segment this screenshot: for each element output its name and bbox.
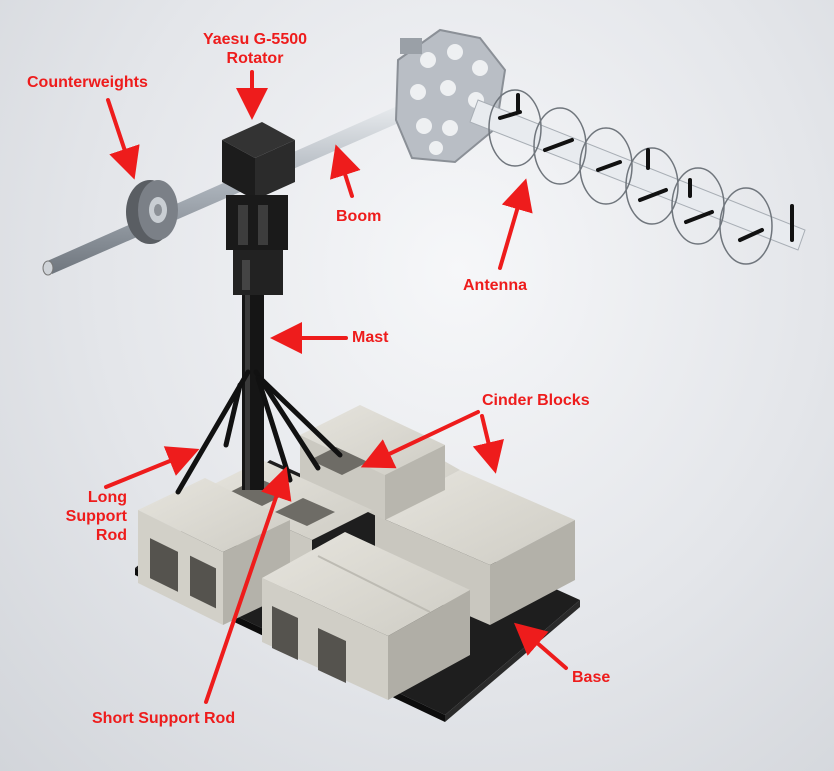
label-antenna: Antenna: [463, 277, 527, 294]
label-rotator: Yaesu G-5500 Rotator: [180, 30, 330, 68]
annotation-arrows: [104, 70, 568, 704]
label-long-rod-line2: Support: [65, 508, 127, 525]
rotator: [222, 122, 295, 295]
short-support-rods: [255, 375, 343, 483]
label-boom: Boom: [336, 208, 382, 225]
counterweight: [126, 180, 178, 244]
label-rotator-line2: Rotator: [226, 50, 284, 67]
arrow-base: [513, 622, 568, 670]
label-long-rod-line3: Rod: [95, 527, 127, 544]
label-base: Base: [572, 669, 611, 686]
arrow-cinder-blocks-left: [360, 410, 480, 469]
arrow-cinder-blocks-right: [472, 414, 504, 474]
label-cinder-blocks: Cinder Blocks: [482, 392, 590, 409]
label-counterweights: Counterweights: [27, 74, 148, 91]
cinder-block-front-center: [262, 532, 470, 700]
antenna-reflector: [394, 28, 507, 164]
label-mast: Mast: [352, 329, 389, 346]
label-long-support-rod: Long Support Rod: [20, 488, 127, 545]
label-long-rod-line1: Long: [87, 489, 127, 506]
arrow-boom: [330, 144, 361, 198]
arrow-long-rod: [104, 446, 200, 489]
arrow-counterweights: [106, 98, 140, 180]
antenna-helix: [469, 89, 806, 265]
arrow-antenna: [498, 178, 533, 270]
arrow-short-rod: [204, 466, 292, 704]
label-short-support-rod: Short Support Rod: [92, 710, 236, 727]
label-rotator-line1: Yaesu G-5500: [202, 31, 308, 48]
